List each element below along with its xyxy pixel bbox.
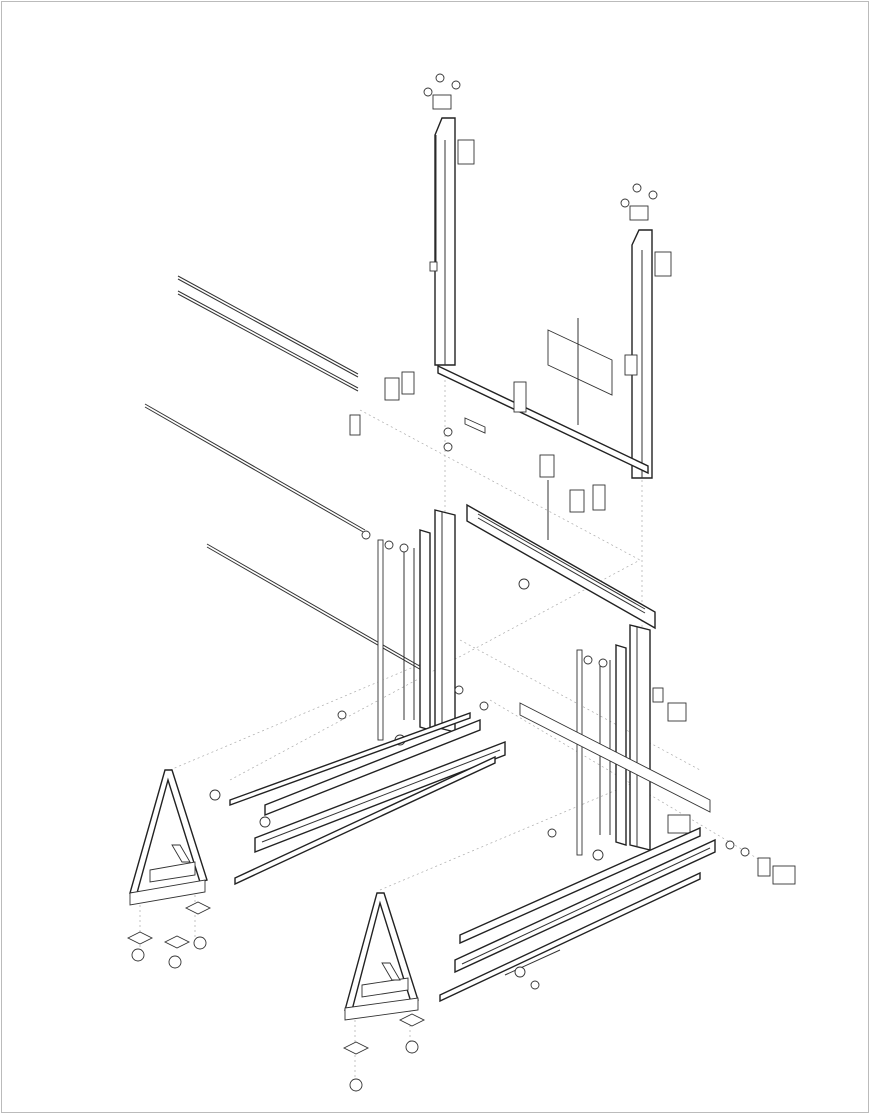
- caster-wheel: [342, 1041, 370, 1092]
- clamp-plate: [654, 251, 672, 277]
- bottom-drive-motor: [725, 840, 796, 885]
- left-upright-post: [423, 73, 475, 366]
- left-base-frame: [209, 702, 711, 886]
- caster-wheel: [184, 901, 212, 950]
- carriage-hardware: [349, 318, 613, 590]
- carriage-beam: [466, 503, 656, 630]
- corner-bracket: [629, 205, 649, 221]
- motor-upright: [539, 454, 555, 478]
- caster-wheel: [126, 931, 154, 962]
- left-vertical-assembly: [337, 509, 489, 746]
- right-base-frame: [439, 826, 716, 1003]
- clamp-plate: [457, 139, 475, 165]
- caster-wheel: [398, 1013, 426, 1054]
- caster-wheels: [126, 901, 426, 1092]
- left-a-frame: [129, 769, 208, 906]
- right-vertical-assembly: [547, 624, 691, 861]
- caster-wheel: [163, 935, 191, 969]
- guide-rods: [144, 275, 431, 676]
- right-a-frame: [344, 892, 419, 1021]
- corner-bracket: [432, 94, 452, 110]
- drive-motor: [667, 702, 687, 722]
- right-upright-post: [620, 183, 672, 479]
- top-cross-beam: [437, 364, 649, 475]
